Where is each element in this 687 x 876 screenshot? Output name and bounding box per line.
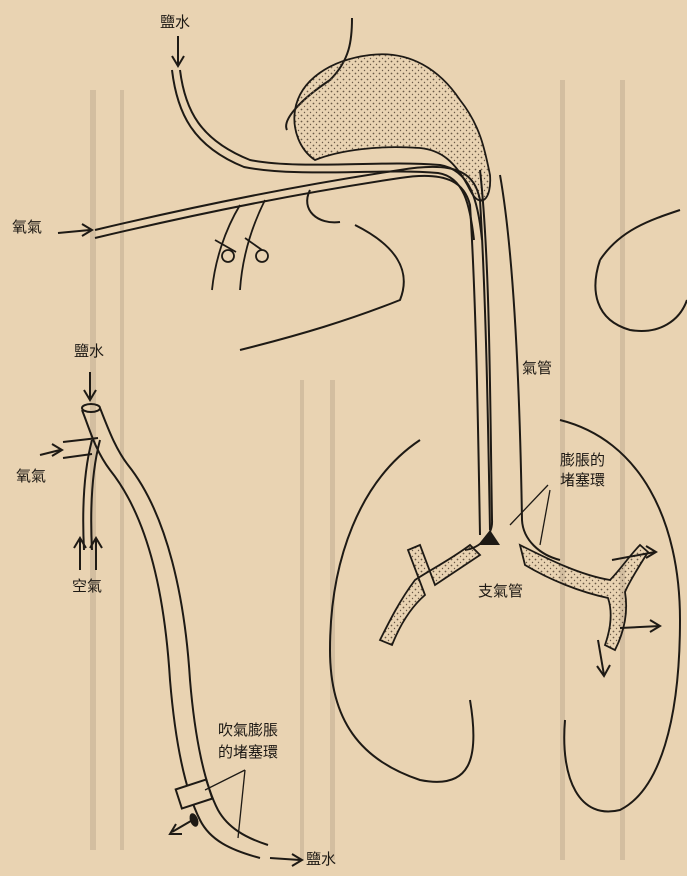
label-inflated-cuff-lower-1: 吹氣膨脹: [218, 722, 278, 739]
label-saline-top: 鹽水: [160, 14, 190, 31]
cuff-pointer-lines-right: [510, 485, 550, 545]
carina: [478, 530, 500, 545]
cuff-pointer-lines-lower: [205, 770, 245, 838]
side-tubes-clamps: [212, 200, 268, 290]
lower-catheter-arrows: [40, 372, 302, 866]
label-inflated-cuff-lower-2: 的堵塞環: [218, 744, 278, 761]
label-trachea: 氣管: [522, 360, 552, 377]
label-inflated-cuff-right-1: 膨脹的: [560, 452, 605, 469]
label-oxygen-left: 氧氣: [12, 219, 42, 236]
label-inflated-cuff-right-2: 堵塞環: [560, 472, 605, 489]
lower-cuff: [176, 780, 213, 809]
label-saline-side: 鹽水: [74, 343, 104, 360]
lung-outlines: [330, 210, 687, 812]
label-bronchus: 支氣管: [478, 583, 523, 600]
label-oxygen-side: 氧氣: [16, 468, 46, 485]
label-air: 空氣: [72, 578, 102, 595]
saline-inlet-arrow-top: [172, 36, 184, 66]
label-saline-bottom: 鹽水: [306, 851, 336, 868]
oxygen-inlet-arrow: [58, 224, 92, 236]
background-print-texture: [90, 80, 625, 860]
